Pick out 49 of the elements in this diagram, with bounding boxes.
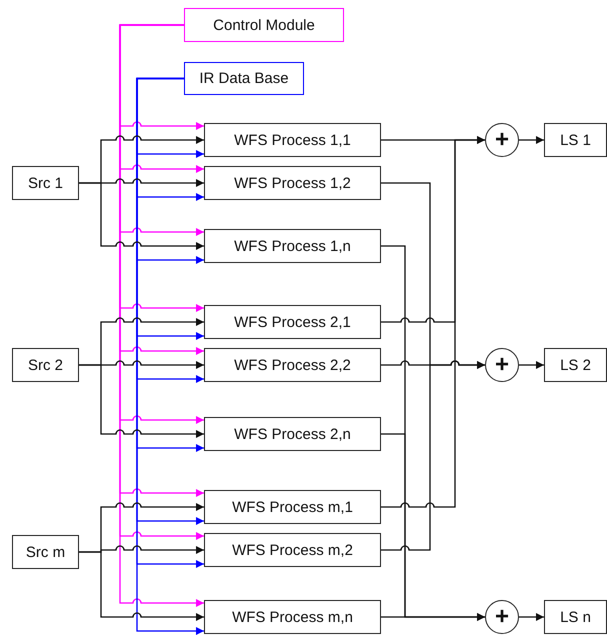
process-box [12, 348, 79, 382]
plus-sign: + [494, 128, 509, 152]
process-box [204, 600, 381, 634]
box-label: LS 2 [560, 356, 591, 374]
box-label: WFS Process m,1 [232, 498, 353, 516]
summing-junction [485, 123, 519, 157]
box-label: LS n [560, 608, 591, 626]
plus-sign: + [494, 605, 509, 629]
process-box [204, 229, 381, 263]
process-box [184, 62, 304, 95]
process-box [544, 348, 607, 382]
process-box [12, 166, 79, 200]
process-box [204, 490, 381, 524]
box-label: Src m [26, 544, 66, 560]
arrow [79, 551, 204, 621]
arrow [381, 136, 485, 508]
process-box [12, 535, 79, 569]
process-box [204, 123, 381, 157]
process-box [184, 8, 344, 42]
box-label: WFS Process 1,n [234, 238, 351, 254]
summing-junction [485, 600, 519, 634]
arrow [381, 613, 485, 621]
box-label: WFS Process 2,n [234, 426, 351, 442]
process-box [544, 123, 607, 157]
process-box [204, 166, 381, 200]
box-label: WFS Process m,2 [232, 542, 353, 558]
box-label: WFS Process 2,2 [234, 356, 351, 374]
box-label: IR Data Base [199, 70, 289, 87]
plus-sign: + [494, 353, 509, 377]
arrow [79, 364, 204, 438]
box-label: LS 1 [560, 132, 591, 148]
arrow [79, 182, 204, 250]
arrow [519, 136, 544, 144]
arrow [519, 613, 544, 621]
process-box [204, 533, 381, 567]
box-label: Src 1 [28, 174, 63, 192]
box-label: Src 2 [28, 356, 63, 374]
box-label: WFS Process m,n [232, 608, 353, 626]
process-box [204, 305, 381, 339]
arrow [519, 361, 544, 369]
arrow [381, 360, 485, 551]
box-label: WFS Process 1,1 [234, 132, 351, 148]
box-label: WFS Process 2,1 [234, 314, 351, 330]
summing-junction [485, 348, 519, 382]
process-box [544, 600, 607, 634]
process-box [204, 348, 381, 382]
box-label: WFS Process 1,2 [234, 174, 351, 192]
process-box [204, 417, 381, 451]
box-label: Control Module [213, 16, 315, 34]
